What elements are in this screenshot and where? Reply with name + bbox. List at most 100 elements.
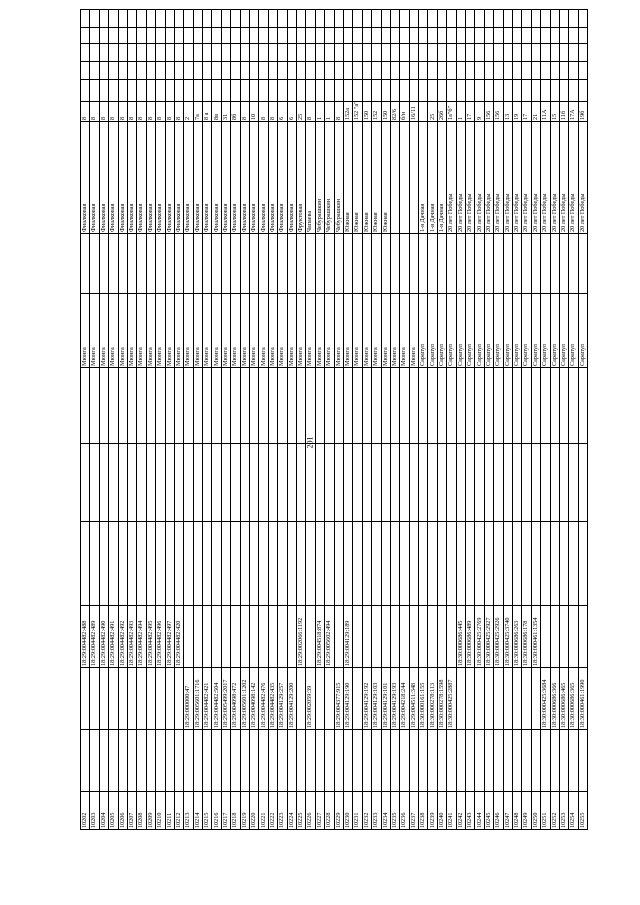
empty-cell	[390, 61, 400, 80]
cadastral-number-cell	[418, 605, 428, 668]
empty-cell	[437, 79, 447, 102]
empty-cell	[474, 61, 485, 80]
street-cell: 20 лет Победы	[465, 121, 475, 234]
row-number-cell: 10207	[127, 791, 137, 830]
empty-cell	[193, 443, 203, 522]
empty-cell	[287, 729, 297, 792]
row-number-cell: 10240	[437, 791, 447, 830]
empty-cell	[493, 233, 504, 294]
empty-cell	[362, 521, 372, 606]
cadastral-number-cell	[108, 667, 119, 730]
empty-cell	[202, 233, 212, 294]
empty-cell	[409, 443, 419, 522]
empty-cell	[559, 521, 569, 606]
empty-cell	[456, 43, 466, 62]
row-number-cell: 10246	[493, 791, 504, 830]
house-number-cell: 150	[381, 101, 391, 122]
settlement-cell: Мюнга	[399, 293, 410, 368]
empty-cell	[146, 9, 156, 28]
street-cell: 20 лет Победы	[503, 121, 513, 234]
empty-cell	[230, 443, 241, 522]
empty-cell	[118, 9, 128, 28]
empty-cell	[240, 521, 250, 606]
empty-cell	[277, 27, 288, 44]
empty-cell	[80, 521, 90, 606]
empty-cell	[531, 367, 541, 444]
empty-cell	[268, 443, 278, 522]
empty-cell	[240, 233, 250, 294]
empty-cell	[399, 729, 410, 792]
empty-cell	[136, 729, 147, 792]
cadastral-number-cell	[362, 605, 372, 668]
cadastral-number-cell: 18:30:000461:1354	[531, 605, 541, 668]
row-number-cell: 10210	[155, 791, 166, 830]
empty-cell	[118, 367, 128, 444]
empty-cell	[258, 79, 269, 102]
empty-cell	[484, 521, 494, 606]
empty-cell	[127, 233, 137, 294]
house-number-cell: 156	[484, 101, 494, 122]
empty-cell	[305, 233, 316, 294]
empty-cell	[578, 27, 588, 44]
street-cell: Южная	[343, 121, 353, 234]
cadastral-number-cell: 18:29:004218:244	[399, 667, 410, 730]
empty-cell	[456, 27, 466, 44]
empty-cell	[381, 443, 391, 522]
settlement-cell: Мюнга	[165, 293, 175, 368]
empty-cell	[127, 61, 137, 80]
street-cell: Чапаева	[305, 121, 316, 234]
empty-cell	[324, 367, 335, 444]
house-number-cell: 17А	[568, 101, 579, 122]
empty-cell	[568, 233, 579, 294]
empty-cell	[531, 61, 541, 80]
empty-cell	[108, 43, 119, 62]
house-number-cell: 8	[334, 101, 344, 122]
empty-cell	[240, 729, 250, 792]
empty-cell	[474, 443, 485, 522]
empty-cell	[89, 443, 100, 522]
empty-cell	[371, 443, 381, 522]
empty-cell	[559, 367, 569, 444]
empty-cell	[493, 729, 504, 792]
row-number-cell: 10238	[418, 791, 428, 830]
empty-cell	[127, 443, 137, 522]
row-number-cell: 10216	[211, 791, 222, 830]
cadastral-number-cell	[174, 667, 184, 730]
empty-cell	[258, 443, 269, 522]
empty-cell	[174, 27, 184, 44]
cadastral-number-cell	[268, 605, 278, 668]
empty-cell	[193, 233, 203, 294]
empty-cell	[334, 443, 344, 522]
empty-cell	[174, 521, 184, 606]
cadastral-number-cell	[437, 605, 447, 668]
empty-cell	[230, 729, 241, 792]
empty-cell	[465, 729, 475, 792]
empty-cell	[418, 729, 428, 792]
empty-cell	[127, 79, 137, 102]
empty-cell	[193, 729, 203, 792]
empty-cell	[315, 27, 325, 44]
empty-cell	[503, 79, 513, 102]
cadastral-number-cell	[230, 605, 241, 668]
empty-cell	[446, 9, 457, 28]
empty-cell	[80, 27, 90, 44]
cadastral-number-cell	[474, 667, 485, 730]
empty-cell	[390, 43, 400, 62]
empty-cell	[155, 729, 166, 792]
empty-cell	[108, 9, 119, 28]
empty-cell	[305, 43, 316, 62]
empty-cell	[512, 9, 522, 28]
settlement-cell: Мюнга	[127, 293, 137, 368]
street-cell: Чебурашкин	[324, 121, 335, 234]
house-number-cell: 8	[136, 101, 147, 122]
settlement-cell: Мюнга	[409, 293, 419, 368]
empty-cell	[371, 729, 381, 792]
